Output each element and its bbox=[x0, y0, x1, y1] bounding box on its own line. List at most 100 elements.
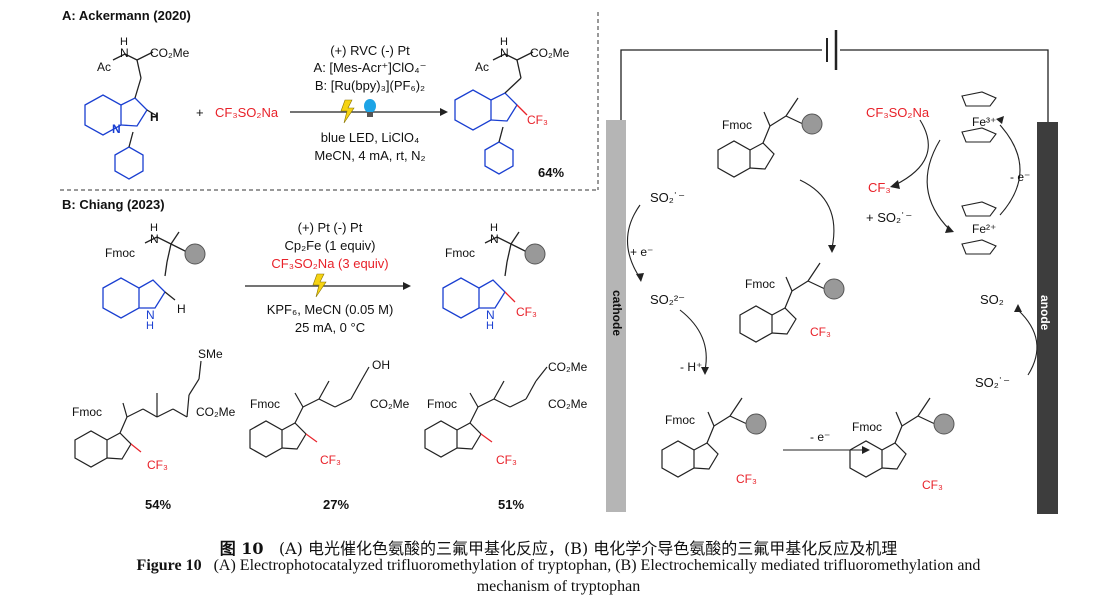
ex3-cf3: CF₃ bbox=[496, 453, 517, 467]
caption-cn-label: 图 10 bbox=[219, 539, 264, 558]
b-sm-c2h: H bbox=[177, 302, 186, 316]
resin-sphere-icon bbox=[745, 413, 767, 435]
ex2-side: OH bbox=[372, 358, 390, 372]
mech-cf3-3: CF₃ bbox=[736, 472, 757, 486]
plus-e-label: + e⁻ bbox=[630, 245, 654, 259]
sm-c2-h-label: H bbox=[150, 110, 159, 124]
so2-radical-anion-left: SO₂˙⁻ bbox=[650, 190, 686, 205]
panel-a-title: A: Ackermann (2020) bbox=[62, 8, 191, 23]
ex3-yield: 51% bbox=[498, 497, 525, 512]
sm-n-label: N bbox=[120, 46, 129, 60]
cf3so2na-label: CF₃SO₂Na bbox=[866, 105, 930, 120]
mech-cf3-4: CF₃ bbox=[922, 478, 943, 492]
panel-a-starting-material bbox=[84, 51, 158, 180]
minus-h-label: - H⁺ bbox=[680, 360, 703, 374]
ferrocene-icon bbox=[961, 91, 997, 255]
resin-sphere-icon bbox=[933, 413, 955, 435]
mech-fmoc-2: Fmoc bbox=[745, 277, 775, 291]
b-sm-h: H bbox=[150, 222, 158, 234]
lightning-icon bbox=[340, 99, 355, 124]
panel-b-product bbox=[442, 231, 546, 319]
b-prod-cf3: CF₃ bbox=[516, 305, 537, 319]
fe3-label: Fe³⁺ bbox=[972, 115, 997, 129]
mech-fmoc-3: Fmoc bbox=[665, 413, 695, 427]
mech-fmoc-1: Fmoc bbox=[722, 118, 752, 132]
caption-en-label: Figure 10 bbox=[136, 557, 202, 574]
caption-cn: 图 10 (A) 电光催化色氨酸的三氟甲基化反应，(B) 电化学介导色氨酸的三氟… bbox=[0, 535, 1117, 559]
caption-cn-text: (A) 电光催化色氨酸的三氟甲基化反应，(B) 电化学介导色氨酸的三氟甲基化反应… bbox=[278, 539, 898, 558]
prod-a-cf3-label: CF₃ bbox=[527, 113, 548, 127]
b-prod-indole-n: N bbox=[486, 308, 495, 322]
sm-indole-n-label: N bbox=[112, 122, 121, 136]
b-sm-indole-n: N bbox=[146, 308, 155, 322]
ex2-fmoc: Fmoc bbox=[250, 397, 280, 411]
b-cond-red: CF₃SO₂Na (3 equiv) bbox=[271, 256, 389, 271]
sm-h-label: H bbox=[120, 36, 128, 48]
minus-e-bottom-label: - e⁻ bbox=[810, 430, 831, 444]
minus-e-right-label: - e⁻ bbox=[1010, 170, 1031, 184]
cf3-radical-label: CF₃ bbox=[868, 180, 891, 195]
ex2-cf3: CF₃ bbox=[320, 453, 341, 467]
ex1-ester: CO₂Me bbox=[196, 405, 236, 419]
panel-a-cond-4: blue LED, LiClO₄ bbox=[320, 130, 420, 145]
panel-b-examples bbox=[74, 360, 548, 468]
panel-b-starting-material bbox=[102, 231, 206, 319]
anode-label: anode bbox=[1038, 295, 1052, 331]
prod-a-n-label: N bbox=[500, 46, 509, 60]
b-cond-1: (+) Pt (-) Pt bbox=[297, 220, 363, 235]
anode-electrode bbox=[1037, 122, 1058, 514]
plus-so2-label: + SO₂˙⁻ bbox=[866, 210, 913, 225]
ex1-yield: 54% bbox=[145, 497, 172, 512]
b-sm-n: N bbox=[150, 232, 159, 246]
reagent-cf3so2na: CF₃SO₂Na bbox=[215, 105, 279, 120]
ex3-fmoc: Fmoc bbox=[427, 397, 457, 411]
panel-a-cond-5: MeCN, 4 mA, rt, N₂ bbox=[314, 148, 426, 163]
b-prod-fmoc: Fmoc bbox=[445, 246, 475, 260]
b-prod-h: H bbox=[490, 222, 498, 234]
b-cond-2: Cp₂Fe (1 equiv) bbox=[284, 238, 376, 253]
panel-b-title: B: Chiang (2023) bbox=[62, 197, 165, 212]
cathode-electrode bbox=[606, 120, 626, 512]
b-cond-3: KPF₆, MeCN (0.05 M) bbox=[266, 302, 394, 317]
panel-a-arrow bbox=[290, 99, 448, 124]
b-cond-4: 25 mA, 0 °C bbox=[294, 320, 366, 335]
ex3-side: CO₂Me bbox=[548, 360, 588, 374]
so2-dianion: SO₂²⁻ bbox=[650, 292, 686, 307]
ex2-ester: CO₂Me bbox=[370, 397, 410, 411]
resin-sphere-icon bbox=[184, 243, 206, 265]
panel-b-arrow bbox=[245, 273, 411, 298]
resin-sphere-icon bbox=[801, 113, 823, 135]
lightning-icon bbox=[312, 273, 327, 298]
b-sm-indole-h: H bbox=[146, 320, 154, 332]
panel-a-yield: 64% bbox=[538, 165, 565, 180]
plus-sign: + bbox=[196, 105, 204, 120]
b-prod-n: N bbox=[490, 232, 499, 246]
light-bulb-icon bbox=[367, 112, 373, 117]
so2-anode-label: SO₂ bbox=[980, 292, 1004, 307]
panel-a-cond-3: B: [Ru(bpy)₃](PF₆)₂ bbox=[314, 78, 426, 93]
caption-en-text: (A) Electrophotocatalyzed trifluoromethy… bbox=[213, 557, 981, 574]
ex1-fmoc: Fmoc bbox=[72, 405, 102, 419]
b-sm-fmoc: Fmoc bbox=[105, 246, 135, 260]
sm-ester-label: CO₂Me bbox=[150, 46, 190, 60]
mech-cf3-2: CF₃ bbox=[810, 325, 831, 339]
caption-en-line2: mechanism of tryptophan bbox=[476, 578, 641, 595]
b-prod-indole-h: H bbox=[486, 320, 494, 332]
mech-fmoc-4: Fmoc bbox=[852, 420, 882, 434]
prod-a-ester-label: CO₂Me bbox=[530, 46, 570, 60]
cathode-label: cathode bbox=[610, 290, 624, 337]
panel-a-cond-1: (+) RVC (-) Pt bbox=[330, 43, 410, 58]
ex3-ester: CO₂Me bbox=[548, 397, 588, 411]
prod-a-ac-label: Ac bbox=[475, 60, 490, 74]
resin-sphere-icon bbox=[823, 278, 845, 300]
ex1-side: SMe bbox=[198, 347, 223, 361]
sm-ac-label: Ac bbox=[97, 60, 112, 74]
panel-a-product bbox=[454, 51, 534, 175]
caption-en: Figure 10 (A) Electrophotocatalyzed trif… bbox=[0, 557, 1117, 575]
ex2-yield: 27% bbox=[323, 497, 350, 512]
so2-radical-anode-label: SO₂˙⁻ bbox=[975, 375, 1011, 390]
mechanism-diagram bbox=[606, 30, 1058, 514]
fe2-label: Fe²⁺ bbox=[972, 222, 997, 236]
resin-sphere-icon bbox=[524, 243, 546, 265]
